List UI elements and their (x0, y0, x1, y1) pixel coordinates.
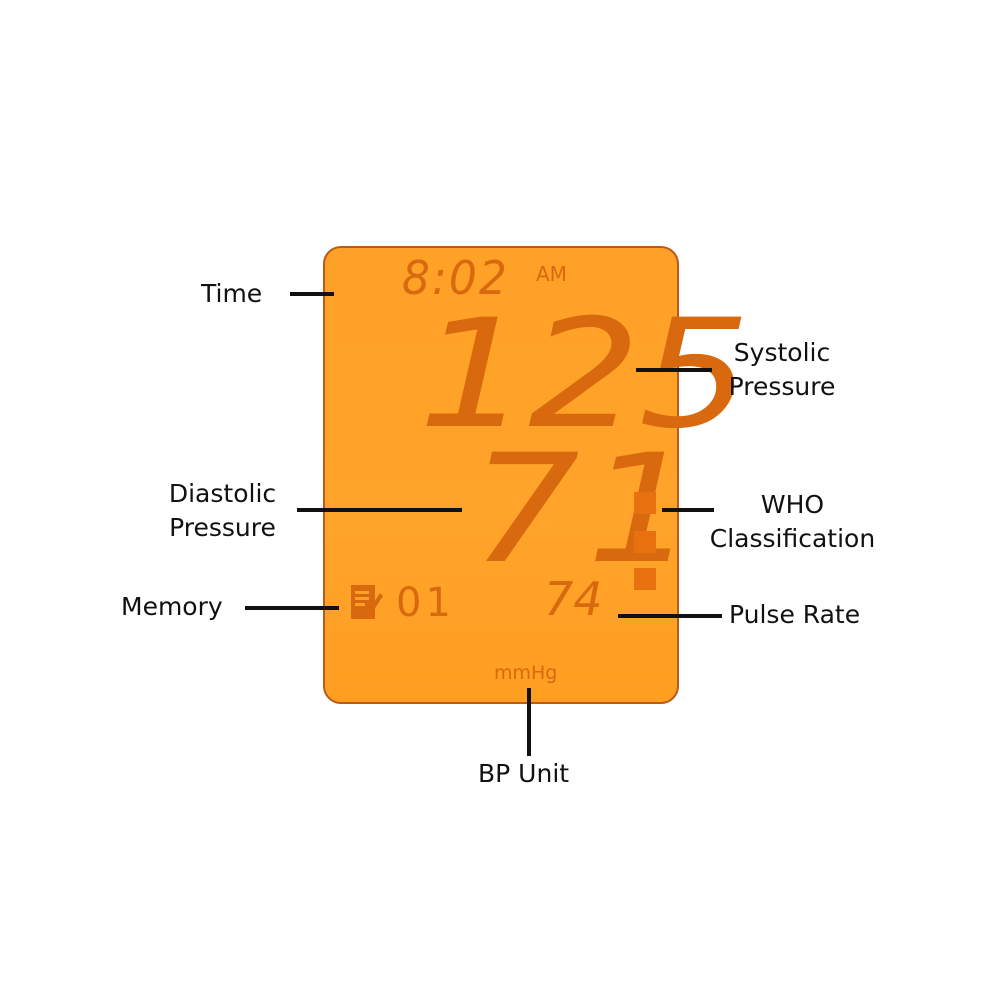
time-leader-line (290, 292, 334, 296)
label-who-line2: Classification (709, 524, 876, 553)
label-who: WHO Classification (690, 488, 895, 556)
pulse-readout: 74 (544, 572, 603, 626)
label-pulse-rate: Pulse Rate (729, 600, 861, 629)
label-bp-unit: BP Unit (478, 759, 570, 788)
who-classification-bar (634, 492, 656, 514)
ampm-indicator: AM (536, 262, 567, 286)
bp-unit-readout: mmHg (494, 662, 558, 684)
label-diastolic-line2: Pressure (169, 513, 276, 542)
systolic-readout: 125 (418, 288, 751, 462)
label-time: Time (201, 279, 263, 308)
who-classification-bar (634, 568, 656, 590)
pulse-leader-line (618, 614, 722, 618)
time-readout: 8:02 (402, 252, 509, 306)
systolic-leader-line (636, 368, 712, 372)
who-leader-line (662, 508, 714, 512)
label-diastolic-line1: Diastolic (168, 479, 277, 508)
who-classification-bar (634, 531, 656, 553)
memory-number: 01 (396, 580, 455, 626)
memory-leader-line (245, 606, 339, 610)
label-systolic-line1: Systolic (733, 338, 831, 367)
diastolic-readout: 71 (470, 423, 704, 597)
lcd-screen (323, 246, 679, 704)
diastolic-leader-line (297, 508, 462, 512)
memory-notepad-icon (351, 585, 383, 619)
bp-unit-leader-line (527, 688, 531, 756)
label-systolic: Systolic Pressure (712, 336, 852, 404)
label-memory: Memory (121, 592, 223, 621)
label-diastolic: Diastolic Pressure (150, 477, 295, 545)
label-who-line1: WHO (760, 490, 825, 519)
label-systolic-line2: Pressure (728, 372, 836, 401)
